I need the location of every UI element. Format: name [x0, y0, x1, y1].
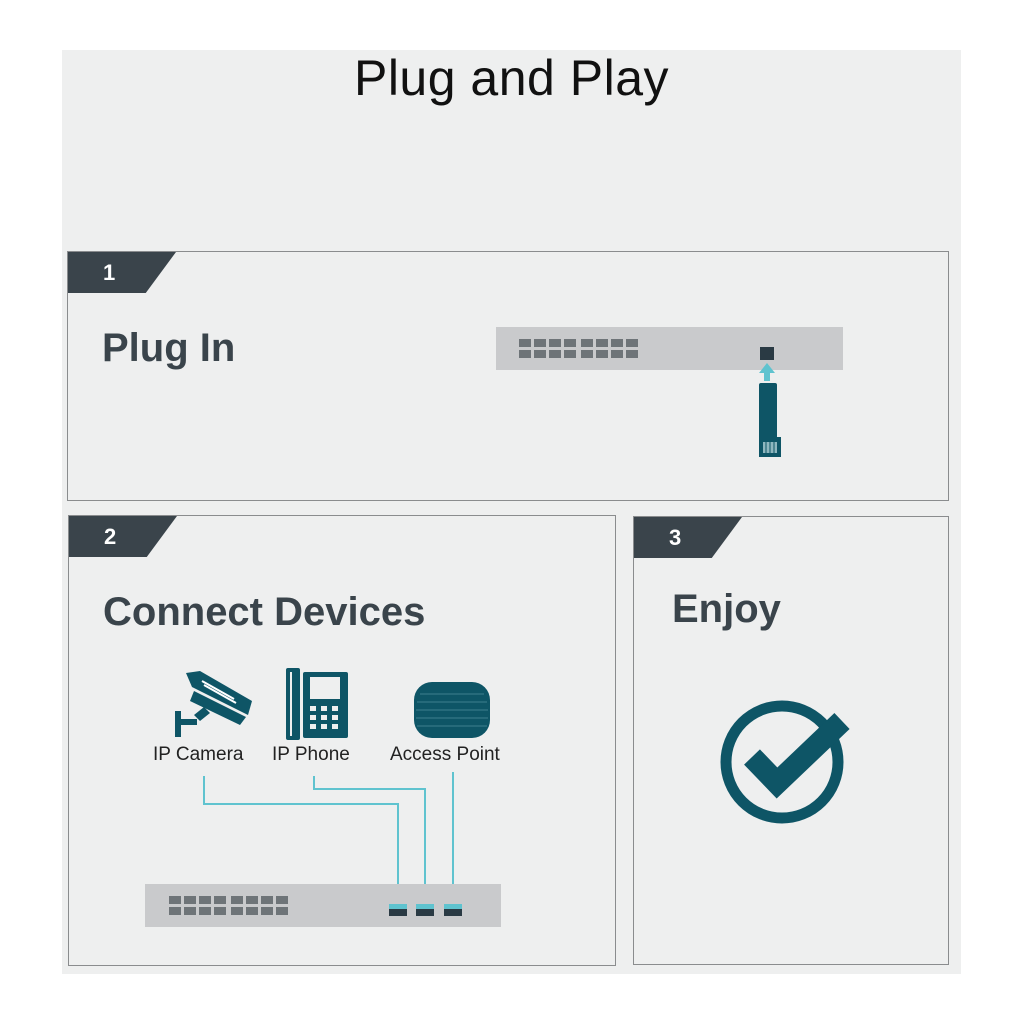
checkmark-icon — [720, 700, 850, 824]
step-1-panel: 1 Plug In — [67, 251, 949, 501]
step-1-number: 1 — [103, 259, 116, 285]
step-3-title: Enjoy — [672, 587, 781, 631]
step-1-badge: 1 — [68, 252, 176, 293]
ip-phone-icon — [286, 668, 348, 740]
connection-lines — [203, 772, 454, 904]
sfp-module-icon — [759, 383, 781, 457]
step-3-badge: 3 — [634, 517, 742, 558]
network-switch-icon — [496, 327, 843, 457]
step-3-number: 3 — [669, 524, 682, 550]
ip-camera-icon — [175, 671, 252, 737]
diagram-canvas: Plug and Play 1 Plug In — [62, 50, 961, 974]
network-switch-icon — [145, 884, 501, 927]
main-title: Plug and Play — [353, 50, 670, 106]
step-3-panel: 3 Enjoy — [633, 516, 949, 965]
device-label-ip-phone: IP Phone — [272, 744, 350, 765]
step-1-title: Plug In — [102, 326, 236, 370]
device-label-ip-camera: IP Camera — [153, 744, 244, 765]
access-point-icon — [414, 682, 490, 738]
step-2-title: Connect Devices — [103, 590, 426, 634]
step-2-panel: 2 Connect Devices IP Camera — [68, 515, 616, 966]
step-2-number: 2 — [104, 523, 117, 549]
device-label-access-point: Access Point — [390, 744, 500, 765]
